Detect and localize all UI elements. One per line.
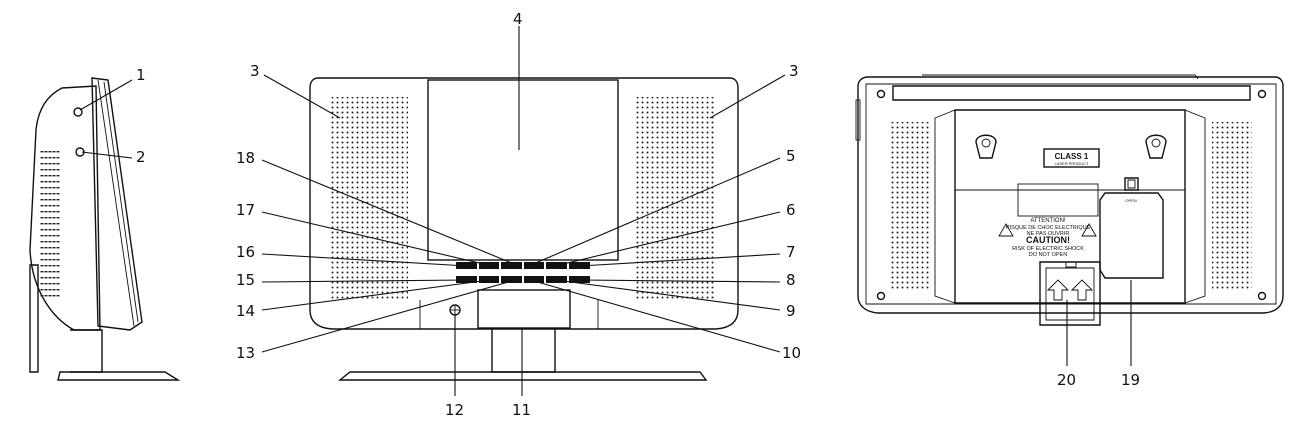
callout-12: 12 (445, 401, 464, 419)
back-top-bar (892, 85, 1251, 101)
callout-9: 9 (786, 302, 796, 320)
side-front-panel (91, 77, 143, 331)
front-control-buttons (456, 262, 590, 283)
front-display (477, 289, 571, 329)
callout-4: 4 (513, 10, 523, 28)
class1-label (1043, 148, 1100, 168)
callout-2: 2 (136, 148, 146, 166)
callout-3-right: 3 (789, 62, 799, 80)
callout-17: 17 (236, 201, 255, 219)
callout-3-left: 3 (250, 62, 260, 80)
back-grille-left (890, 122, 930, 290)
callout-16: 16 (236, 243, 255, 261)
callout-1: 1 (136, 66, 146, 84)
cd-door (427, 79, 619, 261)
callout-15: 15 (236, 271, 255, 289)
battery-compartment: OPEN (1099, 177, 1164, 279)
callout-8: 8 (786, 271, 796, 289)
callout-13: 13 (236, 344, 255, 362)
callout-10: 10 (782, 344, 801, 362)
speaker-grille-left (330, 97, 408, 300)
back-stand-bracket (1039, 261, 1101, 326)
side-stand-neck (70, 329, 103, 373)
callout-7: 7 (786, 243, 796, 261)
back-label-area (1017, 183, 1099, 217)
open-label: OPEN (1125, 198, 1136, 203)
back-housing (857, 76, 1284, 314)
back-center-panel (954, 109, 1186, 304)
side-body (29, 85, 101, 331)
class1-subtext: LASER PRODUCT (1054, 161, 1089, 166)
warning-attention: ATTENTION! (1030, 218, 1066, 224)
front-stand-neck (491, 329, 556, 373)
side-view: 1 2 (29, 66, 181, 381)
class1-text: CLASS 1 (1055, 152, 1089, 161)
front-stand-base (338, 371, 708, 381)
warning-risk: RISK OF ELECTRIC SHOCK (1012, 246, 1084, 252)
callout-6: 6 (786, 201, 796, 219)
front-cabinet (309, 77, 739, 330)
side-vents (40, 150, 60, 300)
callout-18: 18 (236, 149, 255, 167)
callout-19: 19 (1121, 371, 1140, 389)
front-view: 4 3 3 18 17 16 15 14 13 5 6 7 8 9 10 12 … (236, 10, 801, 419)
callout-20: 20 (1057, 371, 1076, 389)
warning-risque: RISQUE DE CHOC ELECTRIQUE (1006, 225, 1091, 231)
side-stand (29, 264, 39, 373)
side-button-1 (73, 107, 83, 117)
warning-do-not: DO NOT OPEN (1029, 252, 1067, 258)
callout-14: 14 (236, 302, 255, 320)
back-view: CLASS 1 LASER PRODUCT ATTENTION! RISQUE … (855, 74, 1284, 389)
warning-block: ATTENTION! RISQUE DE CHOC ELECTRIQUE NE … (998, 218, 1097, 258)
warning-caution: CAUTION! (1026, 235, 1070, 245)
speaker-grille-right (634, 97, 714, 300)
side-base (57, 371, 181, 381)
front-leader-lines (261, 26, 786, 396)
warning-ne-pas: NE PAS OUVRIR (1027, 231, 1070, 237)
back-grille-right (1212, 122, 1252, 290)
wall-mount-holes (975, 134, 1167, 159)
callout-5: 5 (786, 147, 796, 165)
callout-11: 11 (512, 401, 531, 419)
